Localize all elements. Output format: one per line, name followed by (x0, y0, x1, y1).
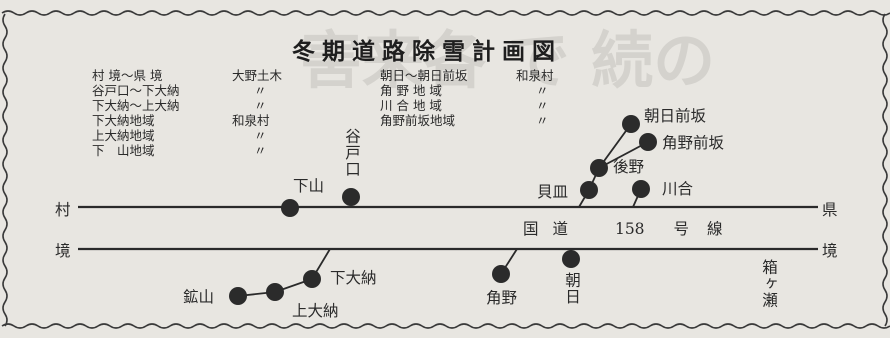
legend-contractor: 〃 (254, 143, 267, 158)
legend-contractor: 〃 (536, 113, 549, 128)
label-kakuno-maesaka: 角野前坂 (662, 134, 725, 152)
dot-kawai (632, 180, 650, 198)
branch-road-kakuno-maesaka (598, 141, 649, 169)
route-label: 国道 158 号線 (523, 217, 741, 239)
dot-shimo-ono (303, 270, 321, 288)
legend-contractor: 和泉村 (232, 113, 270, 128)
prefecture-label-right: 県 (822, 201, 838, 219)
legend-contractor: 〃 (254, 98, 267, 113)
legend-area: 上大納地域 (92, 128, 155, 143)
legend-contractor-column-left: 大野土木 〃 〃 和泉村 〃 〃 (232, 68, 282, 158)
dot-asahi-maesaka (622, 115, 640, 133)
dot-shimoyama (281, 199, 299, 217)
border-label-left: 境 (55, 242, 71, 260)
dot-kaizara (580, 181, 598, 199)
label-kawai: 川合 (662, 180, 694, 198)
dot-kozan (229, 287, 247, 305)
top-wavy-border (1, 10, 890, 16)
legend-area: 角野前坂地域 (380, 113, 456, 128)
dot-kakuno-maesaka (639, 133, 657, 151)
legend-area: 谷戸口～下大納 (92, 83, 180, 98)
bleed-through-text: 害来各 で 続の (300, 24, 716, 97)
dot-kami-ono (266, 283, 284, 301)
map-title: 冬期道路除雪計画図 (292, 38, 562, 65)
legend-contractor: 和泉村 (516, 68, 554, 83)
label-asahi-maesaka: 朝日前坂 (644, 107, 707, 125)
legend-area-column-right: 朝日～朝日前坂 角 野 地 域 川 合 地 域 角野前坂地域 (380, 68, 468, 128)
label-shimoyama: 下山 (293, 177, 325, 195)
legend-area: 朝日～朝日前坂 (380, 68, 468, 83)
label-tanidoguchi: 谷戸口 (343, 128, 361, 178)
legend-contractor: 〃 (254, 83, 267, 98)
dot-tanidoguchi (342, 188, 360, 206)
label-hakogase: 箱ヶ瀬 (760, 259, 778, 309)
label-kami-ono: 上大納 (292, 302, 339, 320)
branch-road-kaizara-ushirono (578, 123, 632, 208)
label-kozan: 鉱山 (183, 288, 215, 306)
label-shimo-ono: 下大納 (330, 269, 377, 287)
legend-area: 川 合 地 域 (380, 98, 442, 113)
legend-contractor: 〃 (536, 98, 549, 113)
dot-ushirono (590, 159, 608, 177)
legend-area: 村 境～県 境 (92, 68, 163, 83)
label-kaizara: 貝皿 (537, 183, 569, 201)
route-label-kokudo: 国道 (523, 220, 583, 238)
left-wavy-border (2, 13, 8, 327)
label-kakuno: 角野 (486, 289, 518, 307)
legend-area: 下大納～上大納 (92, 98, 180, 113)
legend-contractor-column-right: 和泉村 〃 〃 〃 (516, 68, 554, 128)
label-asahi: 朝日 (563, 272, 581, 305)
bottom-wavy-border (1, 323, 890, 329)
dot-asahi (562, 250, 580, 268)
border-label-right: 境 (822, 242, 838, 260)
right-wavy-border (882, 13, 888, 327)
label-ushirono: 後野 (613, 158, 645, 176)
legend-area: 下 山地域 (92, 143, 155, 158)
legend-contractor: 〃 (536, 83, 549, 98)
legend-contractor: 大野土木 (232, 68, 283, 83)
route-label-suffix: 号線 (673, 220, 741, 238)
route-label-number: 158 (614, 220, 645, 238)
dot-kakuno (492, 265, 510, 283)
legend-area: 下大納地域 (92, 113, 155, 128)
legend-contractor: 〃 (254, 128, 267, 143)
legend-area: 角 野 地 域 (380, 83, 442, 98)
village-label-left: 村 (55, 201, 71, 219)
legend-area-column-left: 村 境～県 境 谷戸口～下大納 下大納～上大納 下大納地域 上大納地域 下 山地… (92, 68, 180, 158)
